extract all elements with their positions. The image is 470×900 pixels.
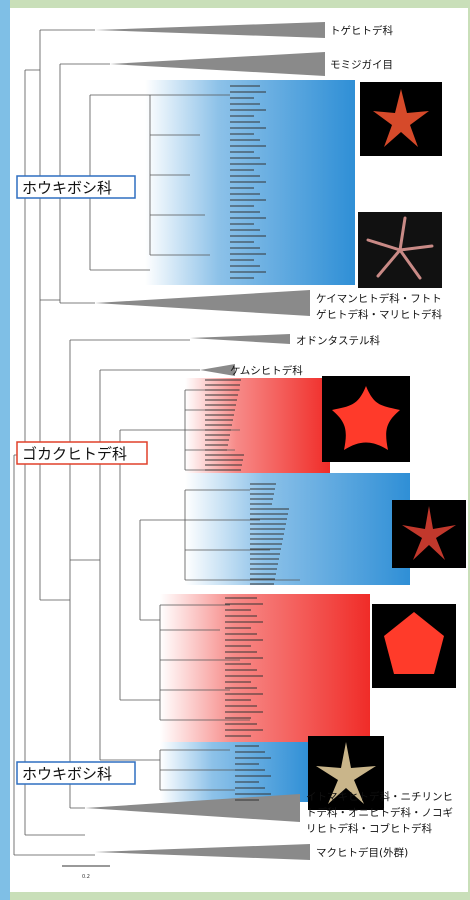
starfish-photo-2: [358, 212, 442, 288]
group-label-4: オドンタステル科: [296, 334, 380, 347]
family-label-bottom-blue: ホウキボシ科: [22, 765, 112, 783]
family-box-red: [16, 441, 148, 465]
starfish-photo-1: [360, 82, 442, 156]
group-label-6c: リヒトデ科・コブヒトデ科: [306, 822, 432, 835]
group-label-6a: イトマキヒトデ科・ニチリンヒ: [306, 790, 453, 803]
collapsed-clade-wedge-7: [95, 844, 310, 860]
red-clade-shade-2: [160, 594, 370, 742]
blue-clade-shade-top: [145, 80, 355, 285]
group-label-5: ケムシヒトデ科: [230, 364, 303, 377]
collapsed-clade-wedge-6: [85, 794, 300, 822]
starfish-photo-4: [392, 500, 466, 568]
family-label-top-blue: ホウキボシ科: [22, 179, 112, 197]
family-box-top-blue: [16, 175, 136, 199]
species-labels: [205, 85, 289, 801]
family-box-bottom-blue: [16, 761, 136, 785]
collapsed-clade-wedge-4: [190, 334, 290, 344]
starfish-photo-3: [322, 376, 410, 462]
collapsed-clade-wedge-2: [110, 52, 325, 76]
blue-clade-shade-bottom: [160, 742, 310, 802]
blue-clade-shade-mid: [185, 473, 410, 585]
collapsed-clade-wedge-1: [95, 22, 325, 38]
group-label-6b: トデ科・オニヒトデ科・ノコギ: [306, 806, 453, 819]
left-accent-bar: [0, 0, 10, 900]
group-label-7: マクヒトデ目(外群): [316, 846, 408, 859]
group-label-3b: ゲヒトデ科・マリヒトデ科: [316, 308, 442, 321]
starfish-photo-5: [372, 604, 456, 688]
group-label-2: モミジガイ目: [330, 59, 393, 71]
red-clade-shade-1: [185, 378, 330, 473]
family-label-red: ゴカクヒトデ科: [22, 445, 127, 463]
group-label-3a: ケイマンヒトデ科・フトト: [316, 292, 442, 305]
scale-bar-label: 0.2: [82, 874, 90, 880]
collapsed-clade-wedge-5: [200, 364, 235, 376]
group-label-1: トゲヒトデ科: [330, 24, 393, 37]
starfish-photo-6: [308, 736, 384, 810]
collapsed-clade-wedge-3: [95, 290, 310, 316]
